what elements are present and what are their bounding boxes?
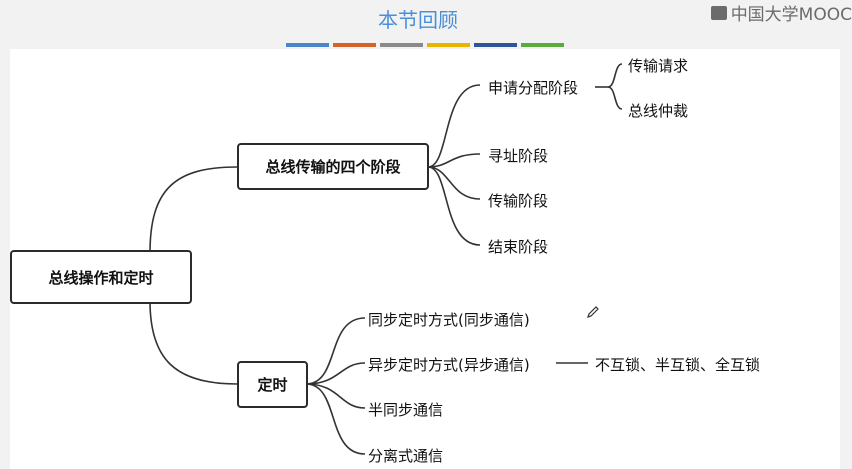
timing-node[interactable]: 定时: [237, 361, 308, 408]
slide-title: 本节回顾: [378, 8, 458, 32]
root-node[interactable]: 总线操作和定时: [10, 250, 192, 304]
request-phase-node[interactable]: 申请分配阶段: [488, 79, 579, 97]
connector-phases-address: [427, 153, 481, 168]
transfer-phase-node[interactable]: 传输阶段: [488, 192, 549, 210]
connector-phases-transfer: [427, 166, 481, 200]
bus-arbitration-node[interactable]: 总线仲裁: [628, 102, 689, 120]
mindmap-canvas: 总线操作和定时 总线传输的四个阶段 定时 申请分配阶段 传输请求 总线仲裁 寻址…: [10, 49, 840, 469]
phases-node-label: 总线传输的四个阶段: [265, 158, 401, 176]
color-segment: [286, 43, 329, 47]
connector-phases-request: [427, 84, 481, 168]
connector-timing-semi: [305, 383, 366, 409]
connector-phases-end: [427, 166, 481, 246]
async-types-node[interactable]: 不互锁、半互锁、全互锁: [595, 356, 761, 374]
connector-root-phases: [149, 166, 238, 254]
color-segment: [474, 43, 517, 47]
transfer-request-node[interactable]: 传输请求: [628, 57, 689, 75]
connector-root-timing: [149, 300, 238, 385]
color-segment: [333, 43, 376, 47]
address-phase-node[interactable]: 寻址阶段: [488, 147, 549, 165]
color-segment: [427, 43, 470, 47]
title-color-bar: [286, 43, 564, 47]
connector-request-top: [607, 63, 623, 88]
color-segment: [380, 43, 423, 47]
end-phase-node[interactable]: 结束阶段: [488, 238, 549, 256]
connector-timing-async: [305, 362, 366, 385]
sync-timing-node[interactable]: 同步定时方式(同步通信): [368, 311, 530, 329]
phases-node[interactable]: 总线传输的四个阶段: [237, 143, 429, 190]
watermark-text: 中国大学MOOC: [730, 5, 852, 25]
timing-node-label: 定时: [257, 376, 288, 394]
connector-timing-sync: [305, 317, 366, 385]
async-timing-node[interactable]: 异步定时方式(异步通信): [368, 356, 530, 374]
split-comm-node[interactable]: 分离式通信: [368, 447, 444, 465]
connector-request-bottom: [607, 86, 623, 110]
pencil-icon: [587, 306, 599, 318]
color-segment: [521, 43, 564, 47]
semi-sync-node[interactable]: 半同步通信: [368, 401, 444, 419]
root-node-label: 总线操作和定时: [48, 268, 154, 287]
mooc-logo-icon: [710, 5, 727, 20]
connector-timing-split: [305, 383, 366, 455]
mooc-watermark: 中国大学MOOC: [710, 0, 852, 25]
mindmap-connectors: [149, 63, 623, 455]
